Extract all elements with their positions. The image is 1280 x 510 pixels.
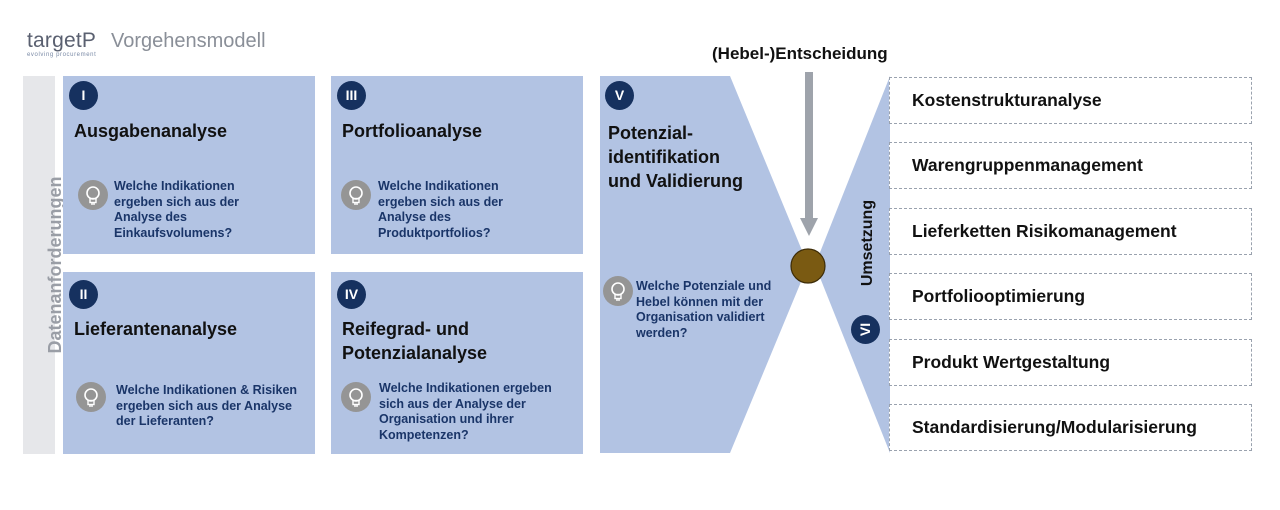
logo-text: targetP [27,29,97,52]
phase-badge-I: I [69,81,98,110]
phase-question-IV: Welche Indikationen ergeben sich aus der… [379,381,552,442]
phase-title-III: Portfolioanalyse [342,121,483,141]
phase-title-IV: Reifegrad- und Potenzialanalyse [342,319,488,363]
implementation-item-label: Lieferketten Risikomanagement [912,221,1177,241]
implementation-item: Kostenstrukturanalyse [889,77,1252,124]
phase-question-II: Welche Indikationen & Risiken ergeben si… [116,383,298,428]
phase-title-I: Ausgabenanalyse [74,121,228,141]
phase-box-III: III Portfolioanalyse Welche Indikationen… [331,76,583,254]
lightbulb-icon [76,382,106,412]
implementation-item-label: Kostenstrukturanalyse [912,90,1102,110]
implementation-item: Warengruppenmanagement [889,142,1252,189]
phase-badge-IV: IV [337,280,366,309]
logo-subtext: evolving procurement [27,52,97,58]
phase-title-V: Potenzial-identifikation und Validierung [608,123,744,191]
implementation-item: Produkt Wertgestaltung [889,339,1252,386]
phase-badge-III: III [337,81,366,110]
implementation-item-label: Portfoliooptimierung [912,286,1086,306]
phase-question-III: Welche Indikationen ergeben sich aus der… [378,179,504,240]
phase-box-IV: IV Reifegrad- und Potenzialanalyse Welch… [331,272,583,454]
phase-badge-II: II [69,280,98,309]
implementation-item-label: Standardisierung/Modularisierung [912,417,1197,437]
phase-box-I: I Ausgabenanalyse Welche Indikationen er… [63,76,315,254]
implementation-item: Portfoliooptimierung [889,273,1252,320]
phase-question-I: Welche Indikationen ergeben sich aus der… [114,179,240,240]
lightbulb-icon [603,276,633,306]
phase-question-V: Welche Potenziale und Hebel können mit d… [636,279,772,340]
implementation-item: Standardisierung/Modularisierung [889,404,1252,451]
implementation-item-label: Produkt Wertgestaltung [912,352,1111,372]
phase-box-II: II Lieferantenanalyse Welche Indikatione… [63,272,315,454]
data-requirements-bar: Datenanforderungen [23,76,65,454]
lightbulb-icon [78,180,108,210]
phase-title-II: Lieferantenanalyse [74,319,238,339]
phase-badge-VI: VI [851,315,880,344]
phase-badge-V: V [605,81,634,110]
implementation-item: Lieferketten Risikomanagement [889,208,1252,255]
arrow-down-icon [800,72,818,236]
implementation-item-label: Warengruppenmanagement [912,155,1143,175]
implementation-label: Umsetzung [859,199,876,287]
decision-label: (Hebel-)Entscheidung [712,44,888,63]
lightbulb-icon [341,180,371,210]
decision-point [790,248,826,284]
page-title: Vorgehensmodell [111,30,266,52]
lightbulb-icon [341,382,371,412]
